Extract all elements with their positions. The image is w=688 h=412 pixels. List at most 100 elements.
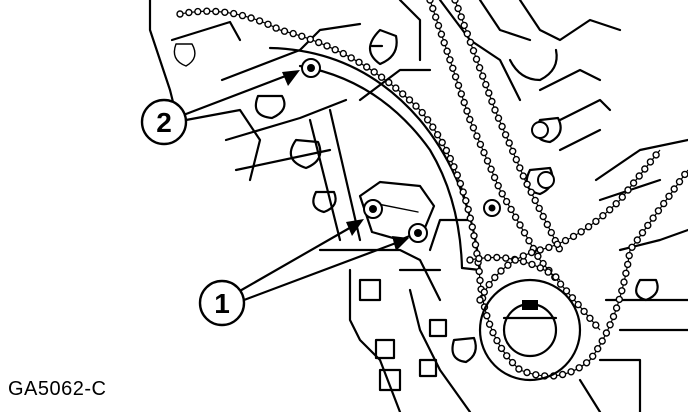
chain-link (446, 56, 454, 64)
chain-link (502, 254, 510, 262)
chain-link (289, 29, 297, 38)
chain-link (618, 193, 626, 201)
chain-link (562, 287, 571, 295)
chain-link (479, 72, 487, 80)
chain-link (247, 14, 255, 22)
callout-2-label: 2 (156, 107, 172, 138)
chain-link (443, 47, 451, 55)
chain-link (426, 0, 434, 4)
chain-link (463, 30, 471, 38)
chain-link (315, 38, 323, 47)
chain-link (582, 359, 591, 367)
chain-link (580, 307, 588, 316)
chain-link (649, 214, 657, 222)
chain-link (176, 10, 184, 18)
chain-link (641, 165, 649, 173)
guide-bolts (483, 121, 555, 217)
chain-link (489, 328, 497, 337)
chain-path (179, 10, 688, 377)
chain-link (491, 273, 499, 282)
chain-link (412, 102, 420, 110)
chain-link (238, 11, 247, 20)
chain-link (429, 123, 437, 131)
chain-link (622, 269, 630, 277)
chain-link (599, 211, 607, 220)
chain-link (472, 55, 481, 63)
chain-link (453, 171, 461, 179)
chain-link (483, 157, 492, 165)
chain-link (624, 186, 632, 194)
chain-link (451, 73, 460, 81)
figure-code: GA5062-C (8, 378, 107, 400)
chain-link (598, 337, 606, 345)
chain-link (635, 172, 643, 180)
chain-link (449, 64, 457, 73)
chain-link (255, 17, 264, 25)
chain-link (306, 35, 314, 43)
chain-link (370, 68, 378, 76)
chain-link (654, 207, 663, 215)
crankshaft-sprocket (478, 278, 582, 382)
chain-link (602, 329, 611, 337)
chain-link (531, 196, 539, 205)
chain-link (385, 78, 393, 87)
chain-link (561, 236, 570, 245)
chain-link (535, 204, 543, 213)
chain-link (589, 352, 597, 360)
chain-link (432, 13, 440, 21)
chain-link (575, 364, 583, 372)
chain-link (480, 148, 488, 157)
chain-link (681, 170, 688, 179)
chain-link (483, 312, 491, 320)
chain-link (494, 114, 503, 122)
chain-link (471, 240, 480, 249)
chain-link (480, 288, 488, 296)
chain-link (457, 13, 465, 21)
chain-link (466, 256, 474, 264)
chain-link (675, 177, 684, 186)
bolt-1-upper (363, 199, 383, 219)
chain-link (485, 280, 493, 289)
chain-link (592, 217, 600, 226)
chain-link (185, 8, 193, 17)
chain-link (586, 314, 594, 322)
timing-chain (176, 0, 688, 380)
chain-link (536, 264, 544, 272)
chain-link (618, 287, 626, 295)
chain-link (620, 278, 628, 286)
chain-link (519, 252, 527, 260)
chain-link (482, 80, 490, 89)
chain-link (450, 163, 458, 171)
chain-link (476, 276, 484, 285)
chain-link (476, 140, 485, 149)
chain-link (519, 172, 527, 180)
chain-link (203, 7, 211, 15)
tensioner-bracket (358, 180, 436, 242)
chain-link (536, 246, 544, 254)
engine-housing-outline (148, 0, 688, 412)
chain-link (625, 251, 633, 260)
chain-link (497, 267, 505, 275)
chain-link (469, 124, 478, 132)
chain-link (547, 228, 555, 237)
chain-link (459, 188, 467, 196)
chain-link (507, 205, 515, 214)
chain-link (494, 181, 502, 190)
chain-link (331, 46, 339, 54)
chain-link (469, 47, 478, 55)
chain-link (584, 222, 593, 231)
chain-link (516, 221, 524, 229)
chain-link (501, 131, 510, 139)
chain-link (527, 188, 535, 197)
chain-link (460, 21, 468, 30)
chain-link (665, 192, 673, 201)
chain-link (437, 30, 446, 38)
chain-link (487, 165, 495, 173)
chain-link (558, 370, 567, 379)
chain-link (493, 253, 501, 262)
chain-link (475, 254, 483, 263)
chain-link (429, 4, 437, 13)
chain-link (466, 115, 474, 124)
callout-1-circle (198, 279, 246, 327)
